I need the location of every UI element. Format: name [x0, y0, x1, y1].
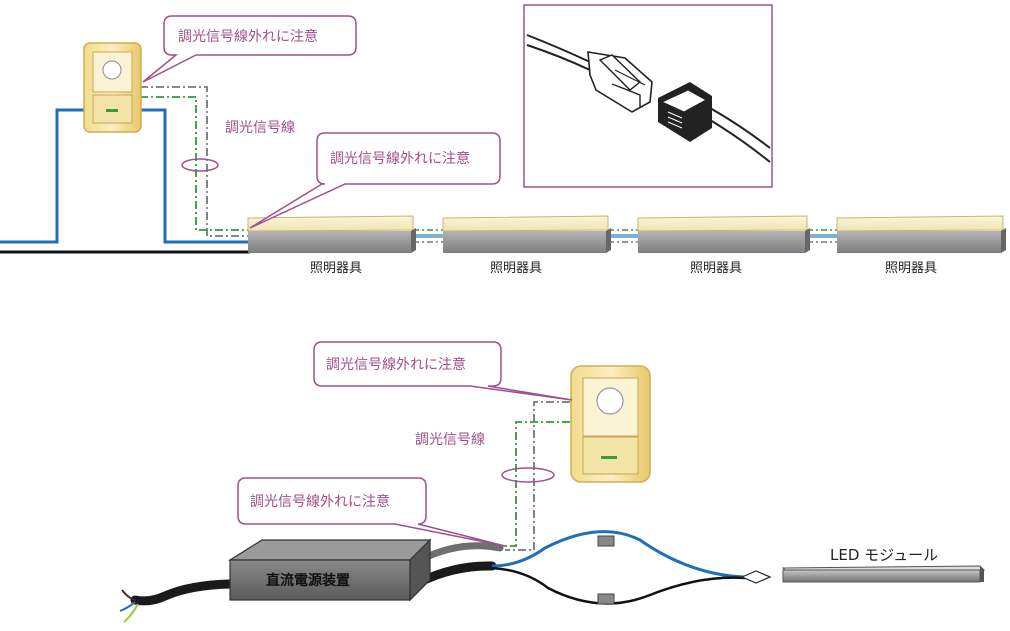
callout-warning-2: 調光信号線外れに注意 — [249, 132, 501, 229]
callout-warning-text-1: 調光信号線外れに注意 — [178, 28, 318, 45]
signal-line-green — [140, 96, 250, 231]
signal-line-gray — [140, 86, 250, 237]
fixture-label-1: 照明器具 — [310, 261, 362, 276]
connector-socket-right — [658, 82, 712, 142]
callout-warning-4: 調光信号線外れに注意 — [237, 477, 506, 547]
fixture-label-3: 照明器具 — [690, 261, 742, 276]
signal-line-label-bottom: 調光信号線 — [415, 432, 485, 448]
connector-plug-left — [587, 51, 653, 113]
signal-line-marker-bottom — [501, 467, 555, 483]
splice-bottom — [597, 593, 615, 605]
splice-top — [597, 535, 615, 547]
input-cable — [130, 579, 235, 606]
callout-warning-text-3: 調光信号線外れに注意 — [326, 356, 466, 373]
callout-warning-3: 調光信号線外れに注意 — [313, 341, 573, 401]
output-cable-gray — [416, 542, 504, 564]
fixture-label-4: 照明器具 — [885, 261, 937, 276]
fixture-chain-top — [247, 215, 1006, 253]
power-line-blue — [0, 108, 85, 244]
signal-line-gray-bottom — [505, 401, 570, 551]
fixture-1 — [247, 215, 416, 253]
led-module-label: LED モジュール — [830, 546, 938, 564]
module-connector — [740, 570, 772, 584]
callout-warning-text-2: 調光信号線外れに注意 — [330, 150, 470, 167]
fixture-4 — [836, 215, 1006, 253]
signal-line-green-bottom — [500, 421, 570, 547]
signal-line-label-top: 調光信号線 — [225, 120, 295, 136]
fixture-2 — [442, 215, 611, 253]
fixture-label-2: 照明器具 — [490, 261, 542, 276]
dc-power-supply: 直流電源装置 — [227, 538, 432, 602]
output-cable-black — [415, 561, 497, 587]
indicator-led-bottom — [601, 456, 617, 459]
fixture-3 — [637, 215, 810, 253]
indicator-led — [106, 109, 118, 112]
led-module — [781, 565, 986, 583]
dimmer-switch-bottom — [570, 365, 651, 483]
dimmer-knob — [102, 60, 122, 80]
callout-warning-1: 調光信号線外れに注意 — [142, 15, 357, 83]
signal-line-marker — [181, 158, 219, 172]
power-line-blue-2 — [138, 108, 250, 244]
output-line-blue — [491, 530, 746, 579]
dimmer-knob-bottom — [596, 387, 624, 415]
power-supply-label: 直流電源装置 — [266, 572, 350, 589]
dimmer-switch-top — [83, 42, 142, 133]
output-line-black — [491, 566, 746, 605]
connector-photo-inset — [523, 4, 773, 188]
callout-warning-text-4: 調光信号線外れに注意 — [250, 493, 390, 510]
